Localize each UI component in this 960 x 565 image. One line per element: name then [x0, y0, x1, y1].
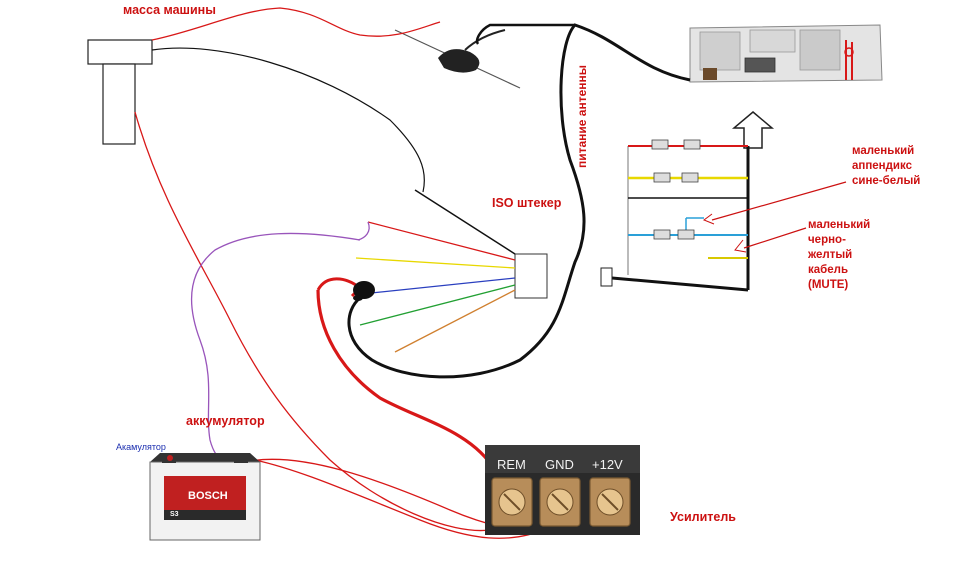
battery-model: S3 [170, 511, 179, 518]
amplifier-label: Усилитель [670, 510, 736, 524]
terminal-12v-label: +12V [592, 457, 623, 472]
arrow-up-icon [731, 111, 775, 149]
car-ground-block [87, 39, 153, 145]
fuse-holder-icon [353, 281, 375, 301]
battery-icon [149, 453, 261, 541]
harness-wires [351, 221, 516, 353]
iso-connector-box [514, 253, 548, 299]
battery-label: аккумулятор [186, 414, 265, 428]
battery-small-label: Акамулятор [116, 442, 166, 452]
terminal-rem-label: REM [497, 457, 526, 472]
head-unit-icon [689, 24, 883, 83]
amplifier-terminal-icon [485, 445, 640, 535]
rca-connector-block [600, 139, 750, 292]
small-appendix-label: маленький аппендикс сине-белый [852, 145, 921, 187]
terminal-gnd-label: GND [545, 457, 574, 472]
mute-cable-label: маленький черно- желтый кабель (MUTE) [808, 219, 871, 291]
antenna-power-wire [347, 23, 691, 379]
car-ground-label: масса машины [123, 3, 216, 17]
antenna-power-label: питание антенны [575, 64, 589, 168]
iso-connector-label: ISO штекер [492, 196, 562, 210]
antenna-icon [394, 29, 521, 89]
battery-brand: BOSCH [188, 490, 228, 502]
